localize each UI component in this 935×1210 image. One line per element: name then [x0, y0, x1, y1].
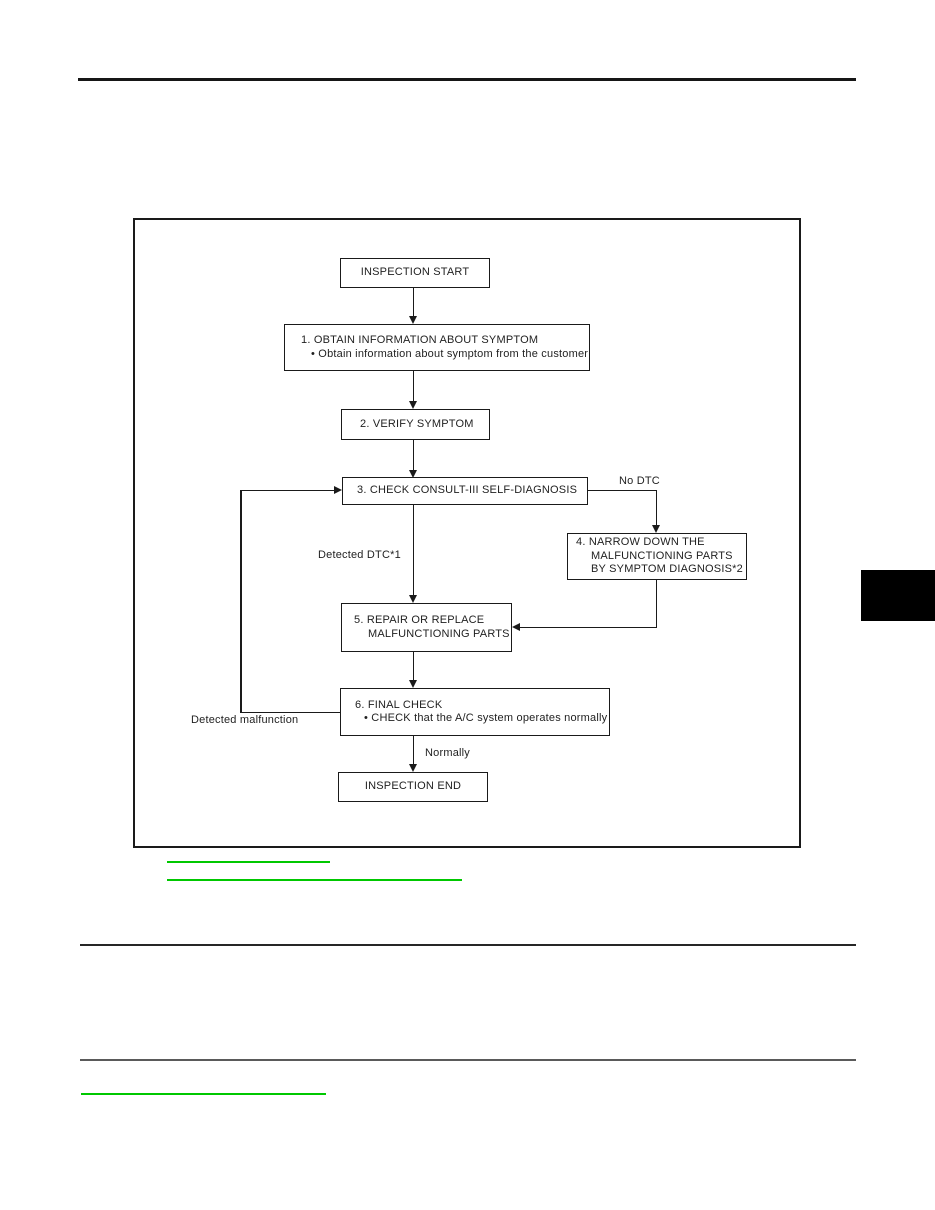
flow-box-title: 4. NARROW DOWN THE [576, 536, 705, 549]
connector-step5-to-step6 [412, 652, 414, 681]
edge-label-detected-dtc: Detected DTC*1 [318, 549, 401, 561]
connector-step2-to-step3 [412, 440, 414, 471]
arrowhead-down-icon [408, 401, 417, 409]
flow-box-title: 6. FINAL CHECK [355, 698, 443, 711]
flow-box-inspection-start: INSPECTION START [340, 258, 490, 288]
flow-box-step3-check-consult-self-diagnosis: 3. CHECK CONSULT-III SELF-DIAGNOSIS [342, 477, 588, 505]
section-divider-rule-2 [80, 1059, 856, 1061]
connector-step3-to-step4-horizontal [588, 489, 656, 491]
connector-step4-exit-vertical [655, 580, 657, 628]
connector-feedback-top [240, 489, 335, 491]
edge-label-detected-malfunction: Detected malfunction [191, 714, 299, 726]
flow-box-title: 2. VERIFY SYMPTOM [360, 417, 474, 430]
arrowhead-down-icon [651, 525, 660, 533]
flow-box-label: INSPECTION END [364, 780, 462, 793]
flow-box-title: 3. CHECK CONSULT-III SELF-DIAGNOSIS [357, 484, 578, 497]
flow-box-title: 1. OBTAIN INFORMATION ABOUT SYMPTOM [301, 334, 539, 346]
arrowhead-left-icon [512, 622, 520, 631]
flow-box-step4-narrow-down-parts: 4. NARROW DOWN THE MALFUNCTIONING PARTS … [567, 533, 747, 580]
connector-step6-to-end [412, 736, 414, 765]
arrowhead-down-icon [408, 764, 417, 772]
flow-box-label: INSPECTION START [360, 266, 470, 279]
edge-label-no-dtc: No DTC [619, 475, 660, 487]
flow-box-inspection-end: INSPECTION END [338, 772, 488, 802]
flow-box-line: MALFUNCTIONING PARTS [368, 627, 510, 640]
flow-box-line: MALFUNCTIONING PARTS [591, 549, 733, 562]
connector-step3-to-step5 [412, 505, 414, 596]
connector-start-to-step1 [412, 288, 414, 317]
arrowhead-down-icon [408, 470, 417, 478]
flow-box-step2-verify-symptom: 2. VERIFY SYMPTOM [341, 409, 490, 440]
page-header-rule [78, 78, 856, 81]
flow-box-bullet: • Obtain information about symptom from … [311, 347, 589, 360]
flow-box-bullet: • CHECK that the A/C system operates nor… [364, 712, 608, 724]
footnote-link-1[interactable] [167, 861, 330, 863]
edge-label-normally: Normally [425, 747, 470, 759]
arrowhead-down-icon [408, 680, 417, 688]
arrowhead-right-icon [334, 486, 342, 494]
arrowhead-down-icon [408, 316, 417, 324]
reference-link-bottom[interactable] [81, 1093, 326, 1095]
connector-step4-to-step5-horizontal [519, 626, 657, 628]
flow-box-line: BY SYMPTOM DIAGNOSIS*2 [591, 563, 743, 576]
section-divider-rule [80, 944, 856, 946]
connector-feedback-vertical [240, 490, 242, 713]
flow-box-title: 5. REPAIR OR REPLACE [354, 614, 485, 626]
connector-feedback-bottom [240, 711, 340, 713]
connector-step3-to-step4-vertical [655, 489, 657, 526]
section-edge-tab [861, 570, 935, 621]
arrowhead-down-icon [408, 595, 417, 603]
footnote-link-2[interactable] [167, 879, 462, 881]
flow-box-step1-obtain-information: 1. OBTAIN INFORMATION ABOUT SYMPTOM • Ob… [284, 324, 590, 371]
flow-box-step5-repair-or-replace: 5. REPAIR OR REPLACE MALFUNCTIONING PART… [341, 603, 512, 652]
connector-step1-to-step2 [412, 371, 414, 402]
flow-box-step6-final-check: 6. FINAL CHECK • CHECK that the A/C syst… [340, 688, 610, 736]
